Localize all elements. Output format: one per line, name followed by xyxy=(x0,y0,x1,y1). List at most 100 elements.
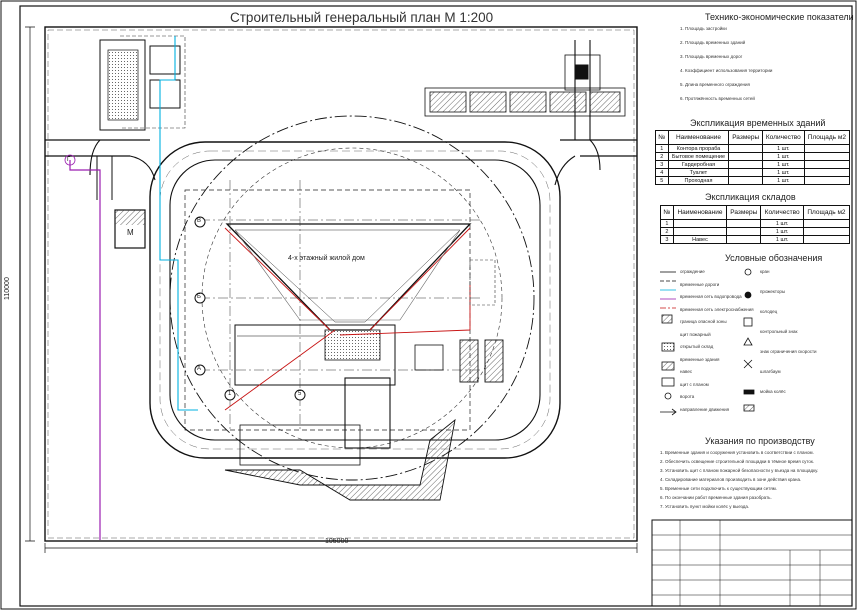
table-cell: 3 xyxy=(655,160,669,169)
table-cell: 1 шт. xyxy=(760,219,804,228)
storage-right-2 xyxy=(484,339,504,383)
axis-label-1: 1 xyxy=(228,391,232,397)
table-cell: 2 xyxy=(660,227,674,236)
legend-item: граница опасной зоны xyxy=(680,319,727,324)
temp-building-c xyxy=(509,91,547,113)
table-cell: 1 шт. xyxy=(761,152,805,161)
dim-left xyxy=(25,26,35,542)
temp_buildings-col-1: Наименование xyxy=(667,130,730,145)
storage-right-4 xyxy=(469,259,496,306)
legend-item: временные здания xyxy=(680,356,720,362)
warehouse-m-hatch xyxy=(115,210,145,225)
table-cell xyxy=(728,168,763,177)
table-cell xyxy=(802,235,851,244)
temp-building-e xyxy=(589,91,621,113)
power-source-marker xyxy=(64,154,76,166)
hoist-lines xyxy=(234,229,461,321)
table-cell: Бытовое помещение xyxy=(667,152,730,161)
temp-building-b xyxy=(469,91,507,113)
temp-buildings-row xyxy=(424,87,626,117)
legend-item: временная сеть электроснабжения xyxy=(680,306,754,312)
table-cell: 2 xyxy=(655,152,669,161)
title-block-grid xyxy=(652,520,852,606)
legend-symbols xyxy=(660,268,755,416)
table-cell: 1 шт. xyxy=(761,144,805,153)
table-cell xyxy=(726,227,762,236)
top-left-pad xyxy=(120,35,186,129)
warehouses-col-1: Наименование xyxy=(672,205,728,220)
temp-buildings-heading: Экспликация временных зданий xyxy=(690,118,826,128)
tech-econ-line-1: 1. Площадь застройки xyxy=(680,26,727,31)
building-base xyxy=(234,324,396,386)
legend-item: кран xyxy=(760,269,770,274)
tech-econ-line-5: 5. Длина временного ограждения xyxy=(680,82,750,87)
table-cell: 1 xyxy=(660,219,674,228)
temp-building-d xyxy=(549,91,587,113)
water-supply-line xyxy=(159,36,198,411)
table-cell xyxy=(728,160,763,169)
table-row: 1 1 шт. xyxy=(660,219,851,228)
temp-building-2 xyxy=(149,45,181,75)
sheet-title: Строительный генеральный план М 1:200 xyxy=(230,10,494,25)
temp-road-centerline xyxy=(159,150,551,450)
temp-building-1 xyxy=(99,39,146,131)
axis-markers xyxy=(194,216,306,401)
tech-econ-line-4: 4. Коэффициент использования территории xyxy=(680,68,773,73)
axis-label-5: 5 xyxy=(298,391,302,397)
axis-label-g: Г xyxy=(67,157,71,163)
warehouses-col-0: № xyxy=(660,205,674,220)
legend-item: ограждение xyxy=(680,269,705,274)
storage-bottom xyxy=(344,377,391,449)
temp_buildings-col-2: Размеры xyxy=(728,130,763,145)
power-supply-line xyxy=(69,160,101,540)
tech-econ-line-2: 2. Площадь временных зданий xyxy=(680,40,746,45)
dim-bottom xyxy=(44,543,638,553)
access-road-right-curve xyxy=(554,139,601,186)
legend-item: временные дороги xyxy=(680,281,720,287)
legend-item: открытый склад xyxy=(680,344,714,349)
table-cell: Контора прораба xyxy=(667,144,730,153)
table-cell: 1 шт. xyxy=(761,176,805,185)
temp_buildings-col-4: Площадь м2 xyxy=(803,130,851,145)
table-cell xyxy=(803,176,851,185)
table-cell xyxy=(728,144,763,153)
hatched-ramp xyxy=(224,418,456,501)
table-cell: Гардеробная xyxy=(667,160,730,169)
legend-item: временная сеть водопровода xyxy=(680,294,742,299)
instruction-line: 2. Обеспечить освещение строительной пло… xyxy=(660,459,815,464)
table-cell xyxy=(728,152,763,161)
table-cell xyxy=(803,160,851,169)
storage-bottom-2 xyxy=(239,424,361,466)
site-fence xyxy=(44,26,638,542)
table-cell: 1 шт. xyxy=(761,168,805,177)
instructions-heading: Указания по производству xyxy=(705,436,815,446)
table-cell: 1 шт. xyxy=(760,235,804,244)
table-cell: Проходная xyxy=(667,176,730,185)
axis-lines xyxy=(200,180,480,430)
axis-label-v: В xyxy=(197,218,202,224)
inner-frame xyxy=(19,5,853,607)
gate-top-right-box xyxy=(564,54,601,91)
table-cell: Навес xyxy=(672,235,728,244)
table-cell xyxy=(728,176,763,185)
axis-label-a: А xyxy=(197,366,202,372)
title-block xyxy=(651,519,853,607)
storage-right-1 xyxy=(459,339,479,383)
legend-item: направление движения xyxy=(680,406,730,412)
gate-top-right xyxy=(575,64,589,80)
table-cell: 3 xyxy=(660,235,674,244)
building-core xyxy=(324,329,381,361)
table-cell xyxy=(802,227,851,236)
building-footprint xyxy=(225,223,472,331)
access-road-top xyxy=(45,139,637,157)
legend-item: колодец xyxy=(760,309,778,314)
warehouses-col-2: Размеры xyxy=(726,205,762,220)
tech-econ-line-3: 3. Площадь временных дорог xyxy=(680,54,743,59)
